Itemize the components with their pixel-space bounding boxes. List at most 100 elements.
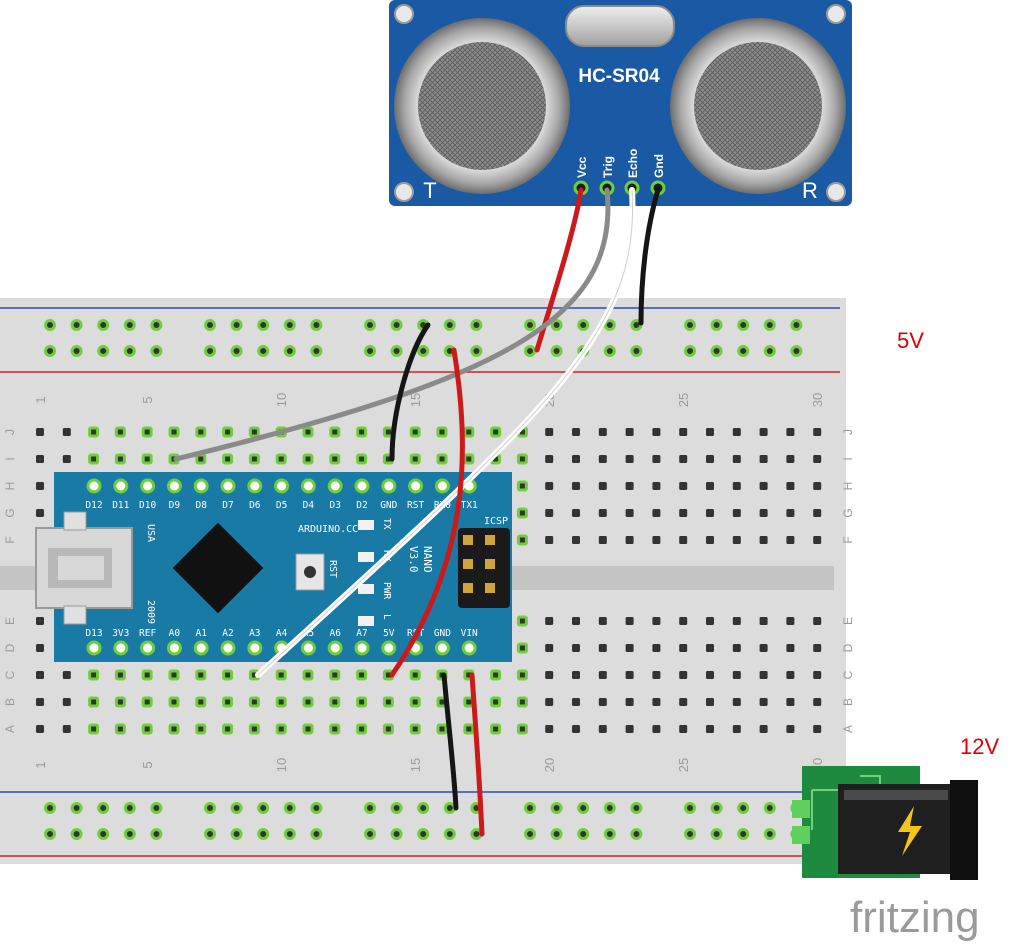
breadboard-hole [598,509,607,517]
breadboard-hole [572,428,580,436]
rail-hole [390,345,403,357]
rail-hole [524,319,536,331]
rail-hole [204,319,216,331]
breadboard-hole [329,453,341,465]
arduino-pin-label: D12 [85,500,102,511]
breadboard-hole [786,428,795,436]
breadboard-hole [516,615,528,627]
mounting-hole [394,4,414,24]
rail-hole [123,802,136,814]
breadboard-hole [652,725,661,733]
rail-hole [150,802,163,814]
breadboard-hole [222,723,234,735]
rail-hole [710,345,723,357]
rail-hole [44,802,56,814]
arduino-pin [354,478,370,494]
version-label: V3.0 [407,546,420,573]
breadboard-hole [706,698,714,706]
rail-hole [737,345,750,357]
breadboard-hole [114,723,126,735]
rail-hole [44,319,56,331]
column-number: 1 [33,396,48,403]
rail-hole [443,319,456,331]
breadboard-hole [248,453,260,465]
rail-hole [257,345,270,357]
breadboard-hole [141,669,153,681]
breadboard-hole [572,644,580,652]
icsp-pins [463,535,495,593]
breadboard-hole [572,455,580,463]
status-led [358,552,374,562]
breadboard-hole [732,482,741,490]
column-number: 10 [274,758,289,772]
icsp-pin [463,583,473,593]
arduino-pin-label: A1 [195,628,207,639]
led-label: PWR [381,582,392,599]
rail-hole [710,319,723,331]
breadboard-hole [813,725,822,733]
arduino-pin [140,640,156,656]
rail-hole [230,828,243,840]
breadboard-hole [62,671,71,679]
arduino-pin [274,478,290,494]
rail-hole [123,828,136,840]
icsp-pin [463,535,473,545]
arduino-pin-label: D7 [222,500,233,511]
breadboard-hole [598,698,607,706]
breadboard-hole [652,536,661,544]
rail-hole [70,345,83,357]
breadboard-hole [141,453,153,465]
breadboard-hole [62,428,71,436]
row-letter: A [3,725,17,733]
breadboard-hole [545,482,554,490]
led-label: L [381,614,392,620]
breadboard-hole [168,696,180,708]
breadboard-hole [329,426,341,438]
breadboard-hole [36,482,44,490]
breadboard-hole [302,669,314,681]
rail-hole [550,802,563,814]
rail-hole [230,802,243,814]
breadboard-hole [813,509,822,517]
breadboard-hole [222,426,234,438]
rail-hole [763,828,776,840]
arduino-pin-label: D11 [112,500,129,511]
arduino-nano: RST ICSP ARDUINO.CC NANO V3.0 USA 2009 T… [35,472,512,662]
rail-hole [150,828,163,840]
breadboard-hole [625,455,634,463]
row-letter: I [3,457,17,460]
arduino-pin-label: D3 [329,500,340,511]
breadboard-hole [409,426,421,438]
wire-trig [173,187,611,462]
breadboard-hole [516,480,528,492]
breadboard-hole [786,482,795,490]
breadboard-hole [62,455,71,463]
breadboard-hole [786,455,795,463]
breadboard-hole [114,696,126,708]
breadboard-hole [356,696,368,708]
rail-hole [283,828,296,840]
breadboard-hole [195,426,207,438]
rail-hole [684,828,696,840]
rail-hole [603,828,616,840]
breadboard-hole [706,725,714,733]
breadboard-hole [759,671,768,679]
sensor-t-label: T [423,178,436,203]
rail-hole [550,319,563,331]
breadboard-hole [732,725,741,733]
breadboard-hole [463,426,475,438]
mounting-hole [826,182,846,202]
arduino-pin-label: REF [139,628,156,639]
breadboard-hole [813,455,822,463]
row-letter: E [841,617,855,625]
breadboard-hole [168,669,180,681]
breadboard-hole [516,723,528,735]
breadboard-hole [679,428,688,436]
breadboard-hole [732,617,741,625]
breadboard-hole [463,723,475,735]
arduino-pin [247,478,263,494]
breadboard-hole [436,723,448,735]
jack-front [950,780,978,880]
jack-highlight [844,790,948,800]
